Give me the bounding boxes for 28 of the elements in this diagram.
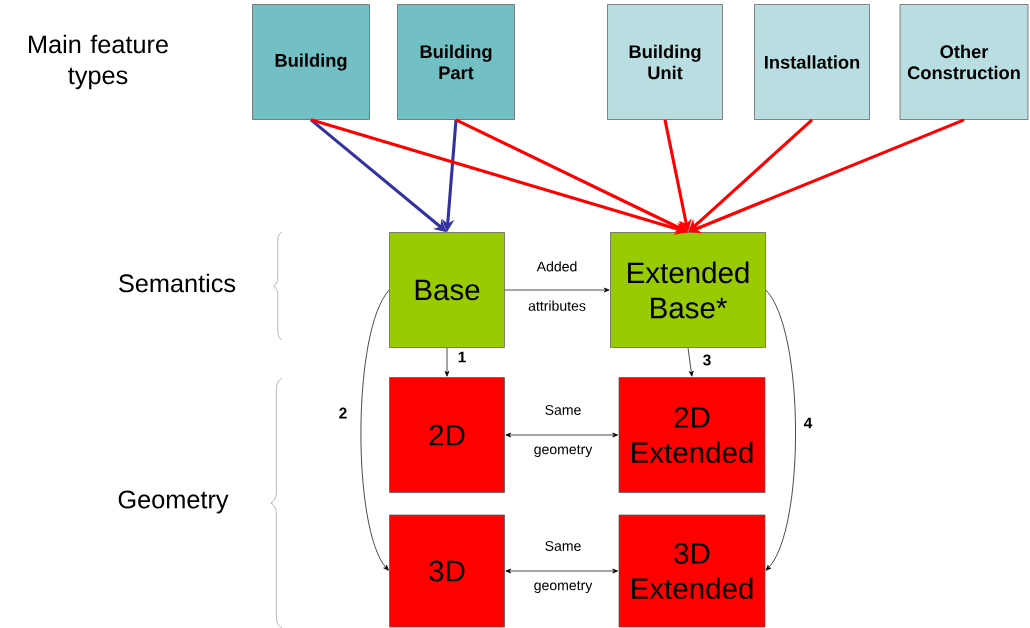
section-label: Semantics (119, 273, 236, 293)
geometry-box: 3D (389, 514, 505, 628)
feature-type-box: Building Unit (607, 4, 723, 120)
arrow (505, 568, 619, 574)
geometry-box: 3D Extended (618, 514, 766, 628)
section-label: Main feature types (29, 34, 168, 90)
feature-type-box: Installation (754, 4, 870, 120)
feature-type-box: Building Part (397, 4, 515, 120)
edge-label: 4 (803, 417, 813, 429)
geometry-box: 2D Extended (618, 377, 766, 493)
arrow (504, 287, 610, 293)
arrow (360, 289, 390, 571)
semantics-box: Base (389, 232, 505, 348)
feature-type-box: Other Construction (899, 4, 1029, 120)
arrow (687, 347, 694, 377)
edge-label: 3 (703, 354, 711, 366)
arrow (444, 347, 450, 377)
arrow (505, 432, 619, 438)
edge-label: Added attributes (528, 261, 586, 311)
geometry-box: 2D (389, 377, 505, 493)
arrow (765, 289, 796, 571)
edge-label: 2 (339, 407, 347, 419)
feature-type-box: Building (252, 4, 370, 120)
edge-label: Same geometry (534, 540, 593, 594)
section-label: Geometry (118, 490, 229, 514)
semantics-box: Extended Base* (610, 232, 766, 348)
edge-label: 1 (458, 351, 466, 363)
edge-label: Same geometry (534, 404, 593, 458)
